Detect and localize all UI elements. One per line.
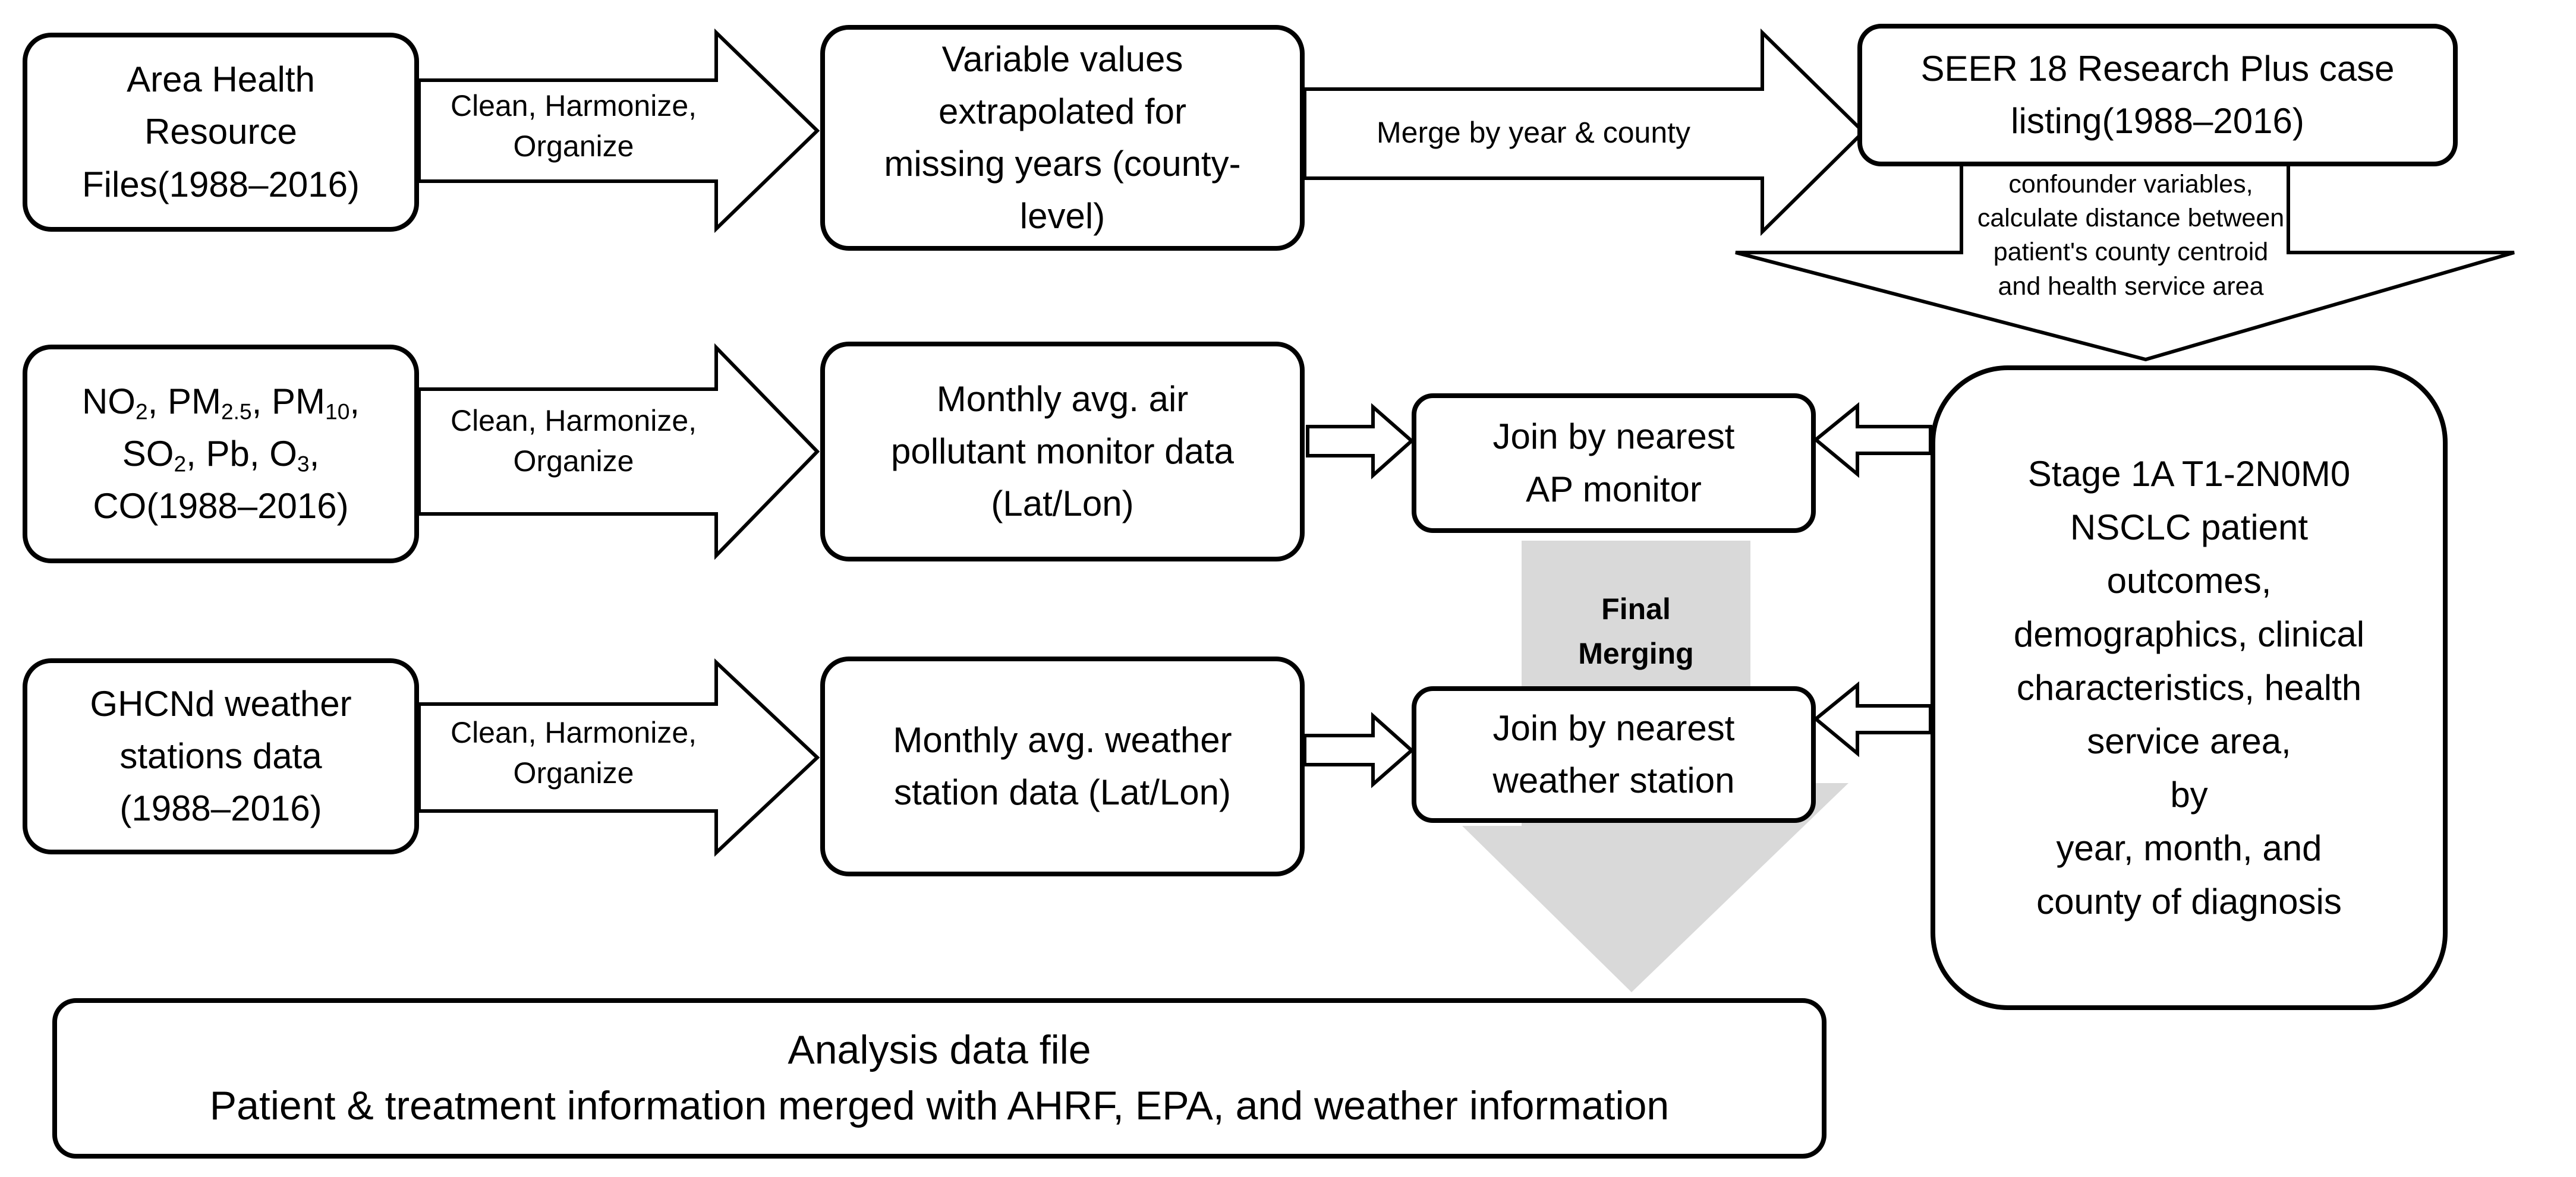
- patient-line-9: county of diagnosis: [2036, 881, 2342, 922]
- join-ap-line-2: AP monitor: [1526, 469, 1702, 509]
- patient-line-8: year, month, and: [2056, 828, 2322, 868]
- seer-note-line-2: calculate distance between: [1977, 204, 2285, 233]
- air-monitor-line-1: Monthly avg. air: [936, 378, 1189, 419]
- text-run: , Pb, O: [186, 433, 297, 474]
- seer-note-line-1: confounder variables,: [2008, 170, 2253, 198]
- analysis-output-box: Analysis data file Patient & treatment i…: [52, 998, 1826, 1159]
- arrow-to-ap-join: [1306, 403, 1415, 479]
- final-merging-line-2: Merging: [1578, 637, 1694, 670]
- ghcnd-source-box: GHCNd weather stations data (1988–2016): [23, 658, 419, 854]
- pollutants-line-2: SO2, Pb, O3,: [82, 428, 360, 480]
- subscript: 2.5: [221, 399, 252, 424]
- merge-label-text: Merge by year & county: [1376, 116, 1691, 149]
- process-arrow-row2: [417, 343, 820, 560]
- ghcnd-line-1: GHCNd weather: [90, 683, 352, 724]
- patient-line-5: characteristics, health: [2016, 667, 2362, 708]
- patient-line-4: demographics, clinical: [2013, 614, 2365, 654]
- process-label-row3-line1: Clean, Harmonize,: [450, 716, 697, 749]
- text-run: CO(1988–2016): [93, 486, 349, 526]
- process-label-row1-line1: Clean, Harmonize,: [450, 89, 697, 122]
- arrow-patient-to-ap-join: [1813, 402, 1932, 478]
- seer-box: SEER 18 Research Plus case listing(1988–…: [1857, 24, 2458, 166]
- join-weather-line-2: weather station: [1492, 761, 1735, 800]
- process-label-row1-line2: Organize: [513, 129, 634, 163]
- patient-line-6: service area,: [2087, 721, 2291, 761]
- ghcnd-line-2: stations data: [119, 736, 322, 776]
- patient-line-2: NSCLC patient: [2070, 507, 2309, 547]
- merge-label: Merge by year & county: [1305, 113, 1762, 153]
- pollutants-line-3: CO(1988–2016): [82, 480, 360, 532]
- extrapolated-line-3: missing years (county-: [884, 144, 1241, 184]
- process-arrow-row3: [417, 658, 820, 857]
- process-label-row1: Clean, Harmonize, Organize: [419, 86, 728, 166]
- ahrf-line-2: Resource: [144, 112, 297, 152]
- patient-line-7: by: [2170, 774, 2208, 815]
- final-merging-label: Final Merging: [1522, 587, 1750, 676]
- seer-title-line-1: SEER 18 Research Plus case: [1920, 48, 2395, 89]
- pollutants-line-1: NO2, PM2.5, PM10,: [82, 375, 360, 428]
- arrow-patient-to-weather-join: [1813, 681, 1932, 758]
- process-label-row2-line2: Organize: [513, 444, 634, 478]
- weather-station-line-1: Monthly avg. weather: [893, 720, 1232, 760]
- final-merging-line-1: Final: [1601, 592, 1671, 626]
- arrow-to-weather-join: [1303, 712, 1415, 788]
- seer-title-line-2: listing(1988–2016): [2011, 101, 2304, 141]
- merge-arrow: [1303, 28, 1866, 236]
- ahrf-line-3: Files(1988–2016): [82, 164, 360, 204]
- join-weather-box: Join by nearest weather station: [1412, 686, 1816, 823]
- extrapolated-line-4: level): [1019, 196, 1106, 236]
- patient-line-3: outcomes,: [2106, 560, 2272, 601]
- seer-note: confounder variables, calculate distance…: [1896, 168, 2366, 304]
- text-run: , PM: [147, 381, 221, 421]
- process-label-row3: Clean, Harmonize, Organize: [419, 713, 728, 793]
- ghcnd-line-3: (1988–2016): [119, 788, 322, 829]
- join-ap-monitor-box: Join by nearest AP monitor: [1412, 393, 1816, 533]
- extrapolated-box: Variable values extrapolated for missing…: [820, 25, 1305, 251]
- subscript: 2: [174, 451, 187, 477]
- join-weather-line-1: Join by nearest: [1492, 708, 1735, 748]
- extrapolated-line-1: Variable values: [941, 39, 1183, 79]
- ahrf-line-1: Area Health: [127, 59, 315, 100]
- air-monitor-line-2: pollutant monitor data: [890, 431, 1235, 471]
- weather-station-box: Monthly avg. weather station data (Lat/L…: [820, 657, 1305, 876]
- patient-line-1: Stage 1A T1-2N0M0: [2027, 453, 2351, 494]
- output-title: Analysis data file: [788, 1027, 1091, 1073]
- air-monitor-line-3: (Lat/Lon): [991, 484, 1134, 524]
- extrapolated-line-2: extrapolated for: [939, 91, 1186, 131]
- air-monitor-box: Monthly avg. air pollutant monitor data …: [820, 342, 1305, 561]
- output-description: Patient & treatment information merged w…: [209, 1083, 1670, 1128]
- seer-note-line-4: and health service area: [1998, 272, 2264, 301]
- seer-note-line-3: patient's county centroid: [1993, 238, 2269, 267]
- process-label-row2-line1: Clean, Harmonize,: [450, 404, 697, 437]
- process-label-row2: Clean, Harmonize, Organize: [419, 401, 728, 481]
- text-run: SO: [122, 433, 174, 474]
- process-label-row3-line2: Organize: [513, 756, 634, 790]
- subscript: 2: [135, 399, 148, 424]
- ahrf-source-box: Area Health Resource Files(1988–2016): [23, 33, 419, 232]
- weather-station-line-2: station data (Lat/Lon): [893, 772, 1232, 812]
- seer-down-arrow: [1735, 162, 2515, 362]
- text-run: ,: [309, 433, 320, 474]
- text-run: NO: [81, 381, 136, 421]
- pollutants-source-box: NO2, PM2.5, PM10, SO2, Pb, O3, CO(1988–2…: [23, 345, 419, 563]
- process-arrow-row1: [417, 28, 820, 233]
- subscript: 3: [297, 451, 310, 477]
- patient-box: Stage 1A T1-2N0M0 NSCLC patient outcomes…: [1931, 365, 2448, 1010]
- text-run: ,: [349, 381, 360, 421]
- pollutants-label: NO2, PM2.5, PM10, SO2, Pb, O3, CO(1988–2…: [82, 375, 360, 533]
- text-run: , PM: [251, 381, 326, 421]
- subscript: 10: [325, 399, 350, 424]
- join-ap-line-1: Join by nearest: [1492, 416, 1735, 457]
